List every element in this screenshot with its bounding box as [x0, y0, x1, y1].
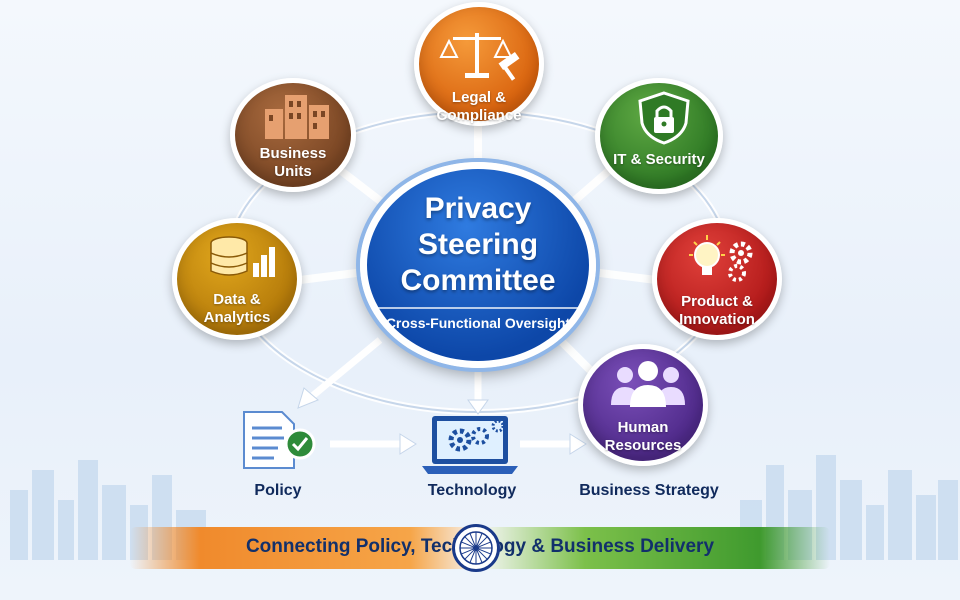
node-label: IT & Security: [613, 151, 705, 168]
node-label: Human Resources: [604, 419, 682, 454]
center-title-line: Privacy: [424, 192, 532, 225]
node-product-innovation: Product & Innovation: [652, 218, 782, 340]
node-data-analytics: Data & Analytics: [172, 218, 302, 340]
node-it-security: IT & Security: [595, 78, 723, 194]
laptop-gears-icon: [422, 416, 518, 474]
center-subtitle: Cross-Functional Oversight: [377, 307, 579, 331]
people-icon: [611, 361, 685, 407]
ashoka-chakra-icon: [452, 524, 500, 572]
document-check-icon: [243, 411, 316, 469]
node-label: Product & Innovation: [679, 293, 755, 328]
chakra-spokes: [459, 531, 493, 565]
center-title: Privacy Steering Committee: [367, 191, 589, 299]
center-title-line: Steering: [417, 228, 539, 261]
buildings-icon: [265, 95, 329, 139]
node-human-resources: Human Resources: [578, 344, 708, 466]
scales-gavel-icon: [439, 33, 520, 81]
flow-step-policy: Policy: [254, 482, 302, 499]
center-privacy-steering-committee: Privacy Steering Committee Cross-Functio…: [360, 162, 596, 368]
shield-lock-icon: [638, 91, 690, 145]
node-label: Data & Analytics: [203, 291, 271, 326]
node-label: Legal & Compliance: [436, 89, 522, 124]
center-title-line: Committee: [400, 264, 556, 297]
node-business-units: Business Units: [230, 78, 356, 192]
node-label: Business Units: [259, 145, 327, 180]
lightbulb-gears-icon: [689, 235, 753, 282]
node-legal-compliance: Legal & Compliance: [414, 2, 544, 126]
flow-step-business-strategy: Business Strategy: [579, 482, 719, 499]
database-chart-icon: [210, 236, 275, 277]
flow-step-technology: Technology: [427, 482, 517, 499]
